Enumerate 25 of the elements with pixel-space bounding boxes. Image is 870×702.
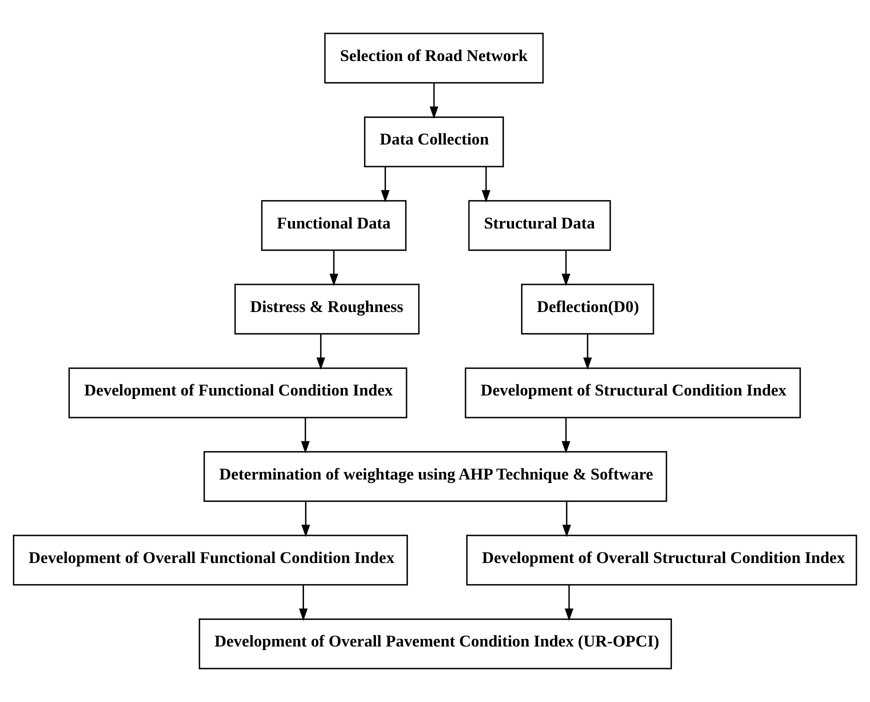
node-box: Data Collection bbox=[364, 116, 504, 168]
node-box: Selection of Road Network bbox=[324, 32, 544, 84]
node-box: Development of Structural Condition Index bbox=[464, 367, 801, 418]
node-box: Functional Data bbox=[261, 200, 407, 251]
arrow bbox=[330, 250, 338, 286]
arrow bbox=[482, 166, 490, 202]
node-box: Deflection(D0) bbox=[521, 284, 654, 335]
node-box: Development of Overall Structural Condition Index bbox=[466, 534, 858, 586]
arrow bbox=[299, 585, 308, 621]
arrow bbox=[380, 166, 390, 202]
arrow bbox=[430, 83, 438, 119]
node-box: Structural Data bbox=[468, 200, 611, 251]
arrow bbox=[562, 250, 570, 286]
node-box: Development of Overall Pavement Condition Index (UR-OPCI) bbox=[198, 618, 672, 670]
arrow bbox=[316, 334, 326, 370]
arrow bbox=[301, 502, 310, 538]
arrow bbox=[301, 418, 310, 454]
node-box: Development of Functional Condition Index bbox=[68, 367, 408, 418]
arrow bbox=[564, 585, 574, 621]
arrow bbox=[562, 502, 571, 538]
node-box: Determination of weightage using AHP Technique & Software bbox=[204, 451, 668, 502]
node-box: Distress & Roughness bbox=[234, 284, 420, 335]
node-box: Development of Overall Functional Condition Index bbox=[12, 534, 408, 586]
arrow bbox=[562, 418, 570, 454]
arrow bbox=[583, 334, 592, 370]
